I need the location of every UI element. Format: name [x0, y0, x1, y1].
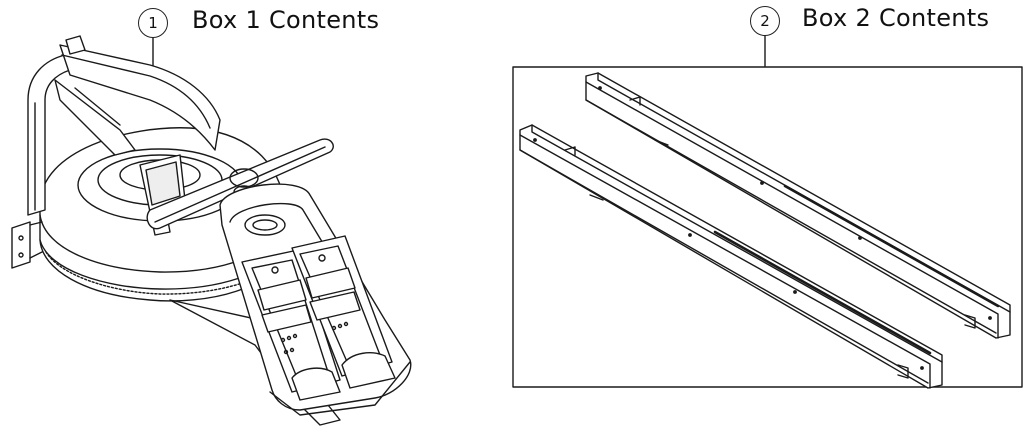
- rail-upper: [585, 72, 1011, 339]
- box2-title: Box 2 Contents: [802, 4, 990, 32]
- box1-number: 1: [148, 14, 158, 32]
- box1-title: Box 1 Contents: [192, 6, 380, 34]
- box1-callout-number: 1: [138, 8, 168, 38]
- rail-drawing: [519, 72, 1011, 389]
- rowing-machine-drawing: [11, 35, 412, 426]
- box2-callout-number: 2: [750, 6, 780, 36]
- rail-lower: [519, 124, 943, 389]
- box2-number: 2: [760, 12, 770, 30]
- box2-frame: [512, 66, 1023, 388]
